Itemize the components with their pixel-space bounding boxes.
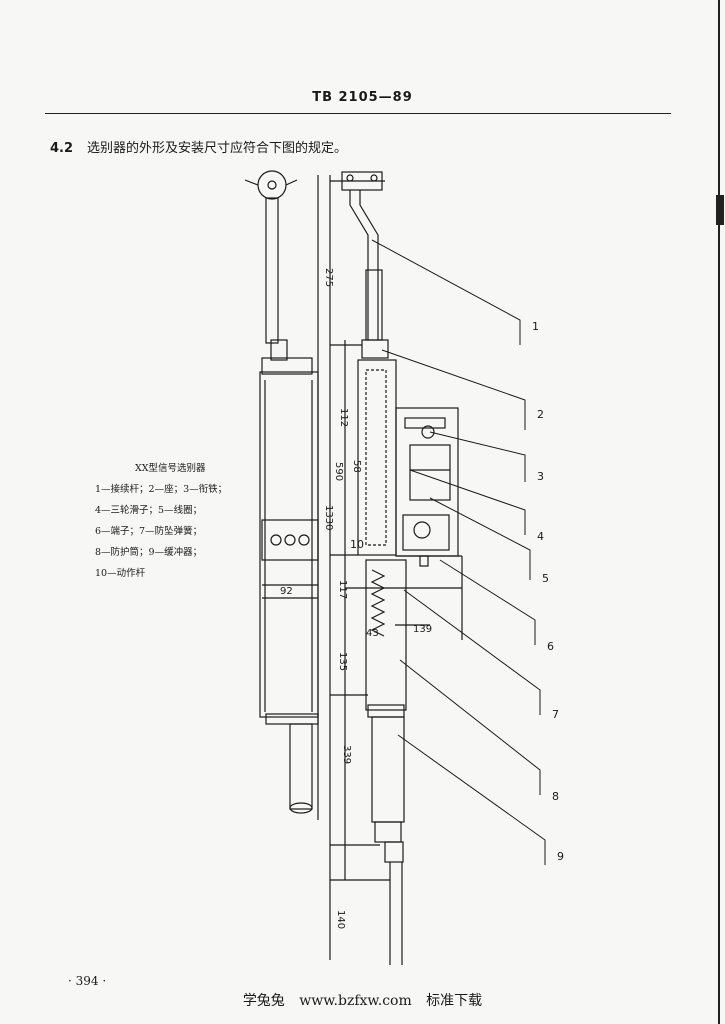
figure-title: XX型信号选别器 (135, 463, 206, 474)
legend-item: 6—端子；7—防坠弹簧； (95, 526, 203, 537)
clause-number: 4.2 (50, 141, 74, 156)
header-rule (45, 113, 671, 115)
dimension-117: 117 (337, 580, 348, 599)
dimension-92: 92 (280, 586, 293, 597)
callout-10: 10 (350, 538, 364, 551)
front-section-assembly (330, 171, 463, 965)
dimension-1330: 1330 (323, 505, 334, 530)
side-view-assembly (244, 170, 319, 814)
callout-leaders (371, 239, 546, 865)
callout-8: 8 (552, 790, 559, 803)
standard-number-header: TB 2105—89 (312, 90, 413, 105)
dimension-135: 135 (337, 652, 348, 671)
callout-9: 9 (557, 850, 564, 863)
clause-text: 选别器的外形及安装尺寸应符合下图的规定。 (87, 141, 348, 156)
figure-legend: XX型信号选别器 1—接续杆；2—座；3—衔铁； 4—三轮滑子；5—线圈； 6—… (95, 458, 227, 584)
callout-3: 3 (537, 470, 544, 483)
callout-7: 7 (552, 708, 559, 721)
dimension-590: 590 (333, 462, 344, 481)
dimension-139: 139 (413, 624, 432, 635)
dimension-275: 275 (323, 268, 334, 287)
legend-item: 4—三轮滑子；5—线圈； (95, 505, 203, 516)
dimension-58: 58 (351, 460, 362, 473)
clause-4-2: 4.2 选别器的外形及安装尺寸应符合下图的规定。 (50, 137, 347, 156)
callout-5: 5 (542, 572, 549, 585)
dimension-339: 339 (341, 745, 352, 764)
dimension-43: 43 (366, 628, 379, 639)
callout-2: 2 (537, 408, 544, 421)
callout-4: 4 (537, 530, 544, 543)
page-edge-shadow (716, 0, 724, 1024)
callout-6: 6 (547, 640, 554, 653)
dimension-140: 140 (335, 910, 346, 929)
legend-item: 1—接续杆；2—座；3—衔铁； (95, 484, 228, 495)
page-number: · 394 · (68, 974, 107, 988)
dimension-112: 112 (338, 408, 349, 427)
legend-item: 10—动作杆 (95, 568, 146, 579)
footer-watermark: 学兔兔 www.bzfxw.com 标准下载 (242, 993, 483, 1009)
legend-item: 8—防护筒；9—缓冲器； (95, 547, 203, 558)
callout-1: 1 (532, 320, 539, 333)
